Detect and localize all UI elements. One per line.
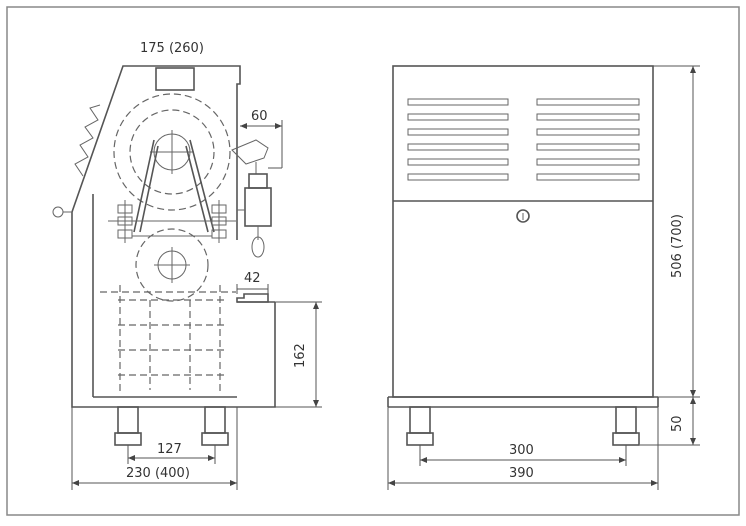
dim-feet-spacing-front: 300: [509, 443, 534, 458]
drawing-frame: [6, 6, 740, 516]
side-feet: [114, 406, 229, 446]
dim-tank-height: 162: [293, 343, 308, 368]
dim-top-width: 175 (260): [140, 41, 204, 56]
dim-flap-offset: 60: [251, 109, 268, 124]
lock-icon: [516, 209, 530, 223]
dim-feet-spacing-side: 127: [157, 442, 182, 457]
dim-base-width-front: 390: [509, 466, 534, 481]
dim-base-width-side: 230 (400): [126, 466, 190, 481]
dim-spout-width: 42: [244, 271, 261, 286]
dim-body-height: 506 (700): [670, 214, 685, 278]
front-view: [387, 65, 659, 446]
front-view-dimensions: [387, 65, 700, 490]
dim-feet-height: 50: [670, 415, 685, 432]
vent-slots: [407, 98, 640, 181]
side-view: [52, 65, 276, 446]
front-feet: [406, 406, 640, 446]
side-view-dimensions: [71, 120, 322, 490]
